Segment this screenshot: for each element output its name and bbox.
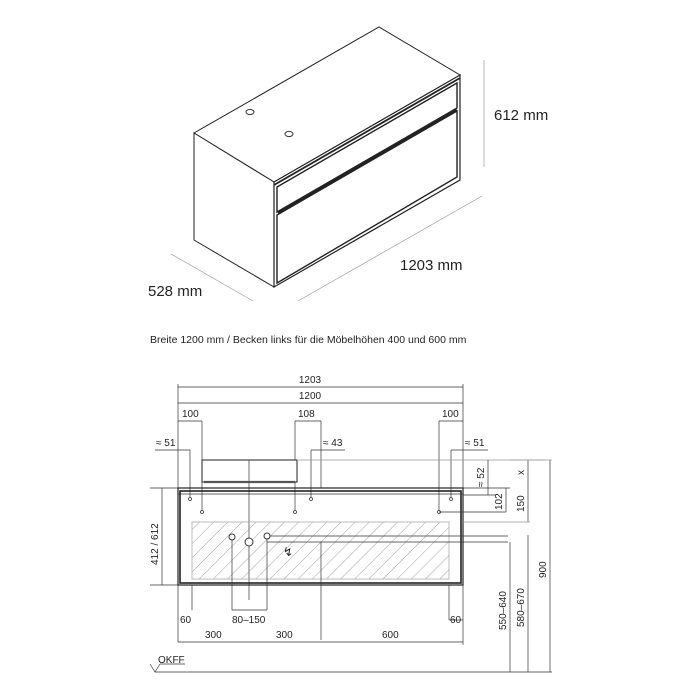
dim-100-left: 100: [182, 409, 199, 420]
dim-60-right: 60: [450, 615, 462, 626]
width-dim-line: [297, 195, 483, 302]
power-icon: ↯: [283, 545, 293, 559]
dim-412-612: 412 / 612: [150, 523, 161, 565]
dim-60-left: 60: [180, 615, 192, 626]
dim-80-150: 80–150: [232, 615, 266, 626]
isometric-cabinet: [170, 26, 485, 302]
dim-approx-51-left: ≈ 51: [156, 438, 176, 449]
dim-900: 900: [538, 561, 549, 578]
width-label: 1203 mm: [400, 257, 463, 274]
drawing-caption: Breite 1200 mm / Becken links für die Mö…: [150, 334, 467, 346]
dim-102: 102: [494, 493, 505, 510]
floor-label: OKFF: [158, 655, 185, 666]
dim-300-b: 300: [276, 630, 293, 641]
dim-100-right: 100: [442, 409, 459, 420]
depth-label: 528 mm: [148, 283, 202, 300]
dim-600: 600: [382, 630, 399, 641]
dim-1200: 1200: [299, 391, 322, 402]
height-label: 612 mm: [494, 107, 548, 124]
depth-dim-line: [170, 253, 254, 302]
dim-580-670: 580–670: [516, 588, 527, 627]
dim-approx-52: ≈ 52: [476, 467, 487, 487]
dim-1203: 1203: [299, 375, 322, 386]
dim-300-a: 300: [205, 630, 222, 641]
drawer-hatch: [191, 521, 450, 580]
dim-x: x: [516, 470, 527, 475]
dim-150: 150: [516, 495, 527, 512]
dim-550-640: 550–640: [498, 591, 509, 630]
dim-approx-43: ≈ 43: [323, 438, 343, 449]
front-view: [149, 384, 552, 673]
dim-108: 108: [298, 409, 315, 420]
dim-approx-51-right: ≈ 51: [465, 438, 485, 449]
